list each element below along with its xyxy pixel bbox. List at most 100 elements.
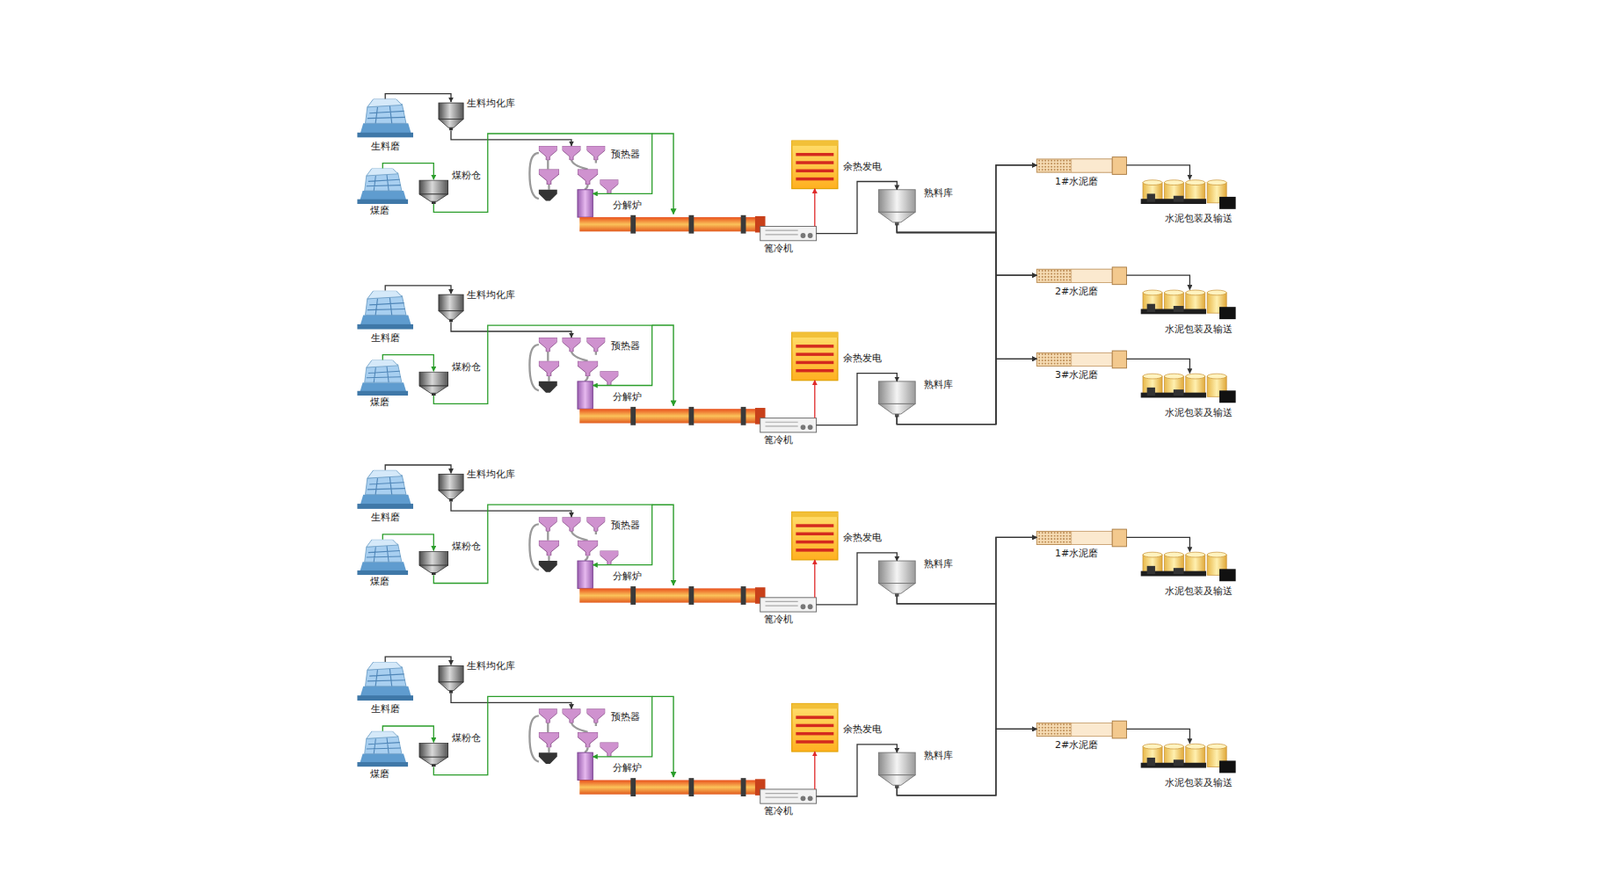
equipment-label: 篦冷机 (763, 805, 794, 817)
flow-line (896, 165, 1037, 233)
equipment-label: 生料磨 (370, 332, 401, 344)
flow-line (1126, 275, 1190, 290)
clinker-silo: 熟料库 (878, 560, 916, 596)
equipment-label: 篦冷机 (763, 242, 794, 255)
equipment-label: 篦冷机 (763, 434, 794, 446)
coal-bin: 煤粉仓 (418, 370, 450, 396)
flow-line (382, 163, 434, 181)
waste-heat-boiler: 余热发电 (792, 511, 838, 560)
flow-line (450, 501, 572, 517)
flow-line (816, 181, 898, 234)
illustration-part (1141, 552, 1237, 582)
coal-mill: 煤磨 (356, 539, 408, 576)
equipment-label: 煤磨 (369, 396, 391, 408)
grate-cooler: 篦冷机 (760, 418, 817, 433)
equipment-label: 水泥包装及输送 (1163, 777, 1234, 789)
calciner: 分解炉 (577, 189, 593, 218)
flow-line (433, 696, 652, 775)
equipment-label: 余热发电 (842, 531, 883, 544)
illustration-part (1141, 373, 1237, 403)
equipment-label: 煤粉仓 (450, 732, 482, 744)
illustration-part (1036, 529, 1127, 547)
illustration-part (356, 661, 916, 804)
flow-line (382, 534, 434, 552)
flow-line (814, 189, 815, 227)
equipment-label: 1#水泥磨 (1054, 547, 1099, 560)
equipment-label: 水泥包装及输送 (1163, 323, 1234, 335)
equipment-label: 水泥包装及输送 (1163, 585, 1234, 597)
equipment-label: 生料磨 (370, 140, 401, 153)
cement-mill: 1#水泥磨 (1036, 157, 1127, 175)
equipment-label: 2#水泥磨 (1054, 285, 1099, 298)
packing-plant: 水泥包装及输送 (1140, 743, 1241, 775)
raw-mill: 生料磨 (356, 290, 414, 330)
waste-heat-boiler: 余热发电 (792, 332, 838, 381)
flow-line (450, 130, 572, 146)
equipment-label: 预热器 (610, 148, 641, 160)
flow-line (814, 560, 815, 598)
coal-mill: 煤磨 (356, 360, 408, 397)
flow-line (382, 355, 434, 372)
raw-meal-silo: 生料均化库 (437, 293, 465, 322)
preheater: 预热器 (532, 337, 607, 379)
flow-line (1126, 537, 1190, 552)
packing-plant: 水泥包装及输送 (1140, 179, 1241, 211)
preheater: 预热器 (532, 516, 607, 558)
cement-mill: 2#水泥磨 (1036, 720, 1127, 738)
flow-line (896, 275, 1037, 424)
flow-line (896, 224, 1037, 359)
flow-line (816, 552, 898, 605)
equipment-label: 余热发电 (842, 723, 883, 735)
equipment-label: 熟料库 (923, 749, 954, 762)
cement-mill: 2#水泥磨 (1036, 267, 1127, 284)
calciner: 分解炉 (577, 752, 593, 780)
equipment-label: 预热器 (610, 711, 641, 723)
equipment-label: 分解炉 (611, 391, 643, 403)
calciner: 分解炉 (577, 381, 593, 409)
grate-cooler: 篦冷机 (760, 789, 817, 804)
raw-mill: 生料磨 (356, 661, 414, 701)
equipment-label: 余热发电 (842, 352, 883, 364)
equipment-label: 3#水泥磨 (1054, 369, 1099, 381)
flow-line (1126, 165, 1190, 180)
equipment-label: 分解炉 (611, 570, 643, 582)
cement-mill: 3#水泥磨 (1036, 350, 1127, 368)
cement-mills (1036, 157, 1127, 739)
flow-line (433, 325, 652, 404)
production-lines (356, 99, 916, 805)
clinker-silo: 熟料库 (878, 381, 916, 416)
equipment-label: 生料磨 (370, 703, 401, 715)
equipment-label: 熟料库 (923, 558, 954, 570)
illustration-part (1141, 180, 1237, 210)
flow-line (896, 537, 1037, 604)
illustration-part (1036, 720, 1127, 739)
flow-line (896, 537, 1037, 796)
illustration-part (356, 470, 916, 612)
flow-line (433, 133, 652, 212)
equipment-label: 煤粉仓 (450, 169, 482, 182)
flow-line (896, 358, 1037, 424)
packing-plants (1141, 180, 1237, 774)
raw-mill: 生料磨 (356, 99, 414, 139)
equipment-label: 生料均化库 (465, 468, 517, 480)
flow-line (816, 373, 898, 426)
illustration-part (1141, 290, 1237, 320)
raw-meal-silo: 生料均化库 (437, 664, 465, 693)
equipment-label: 生料磨 (370, 511, 401, 524)
illustration-part (1141, 743, 1237, 773)
waste-heat-boiler: 余热发电 (792, 140, 838, 190)
grate-cooler: 篦冷机 (760, 226, 817, 241)
flow-line (896, 165, 1037, 425)
equipment-label: 余热发电 (842, 160, 883, 173)
illustration-part (1036, 350, 1127, 369)
coal-bin: 煤粉仓 (418, 179, 450, 204)
calciner: 分解炉 (577, 560, 593, 589)
waste-heat-boiler: 余热发电 (792, 703, 838, 752)
equipment-label: 分解炉 (611, 762, 643, 774)
equipment-label: 1#水泥磨 (1054, 175, 1099, 188)
equipment-label: 煤磨 (369, 204, 391, 217)
flow-line (814, 751, 815, 790)
equipment-label: 预热器 (610, 519, 641, 531)
